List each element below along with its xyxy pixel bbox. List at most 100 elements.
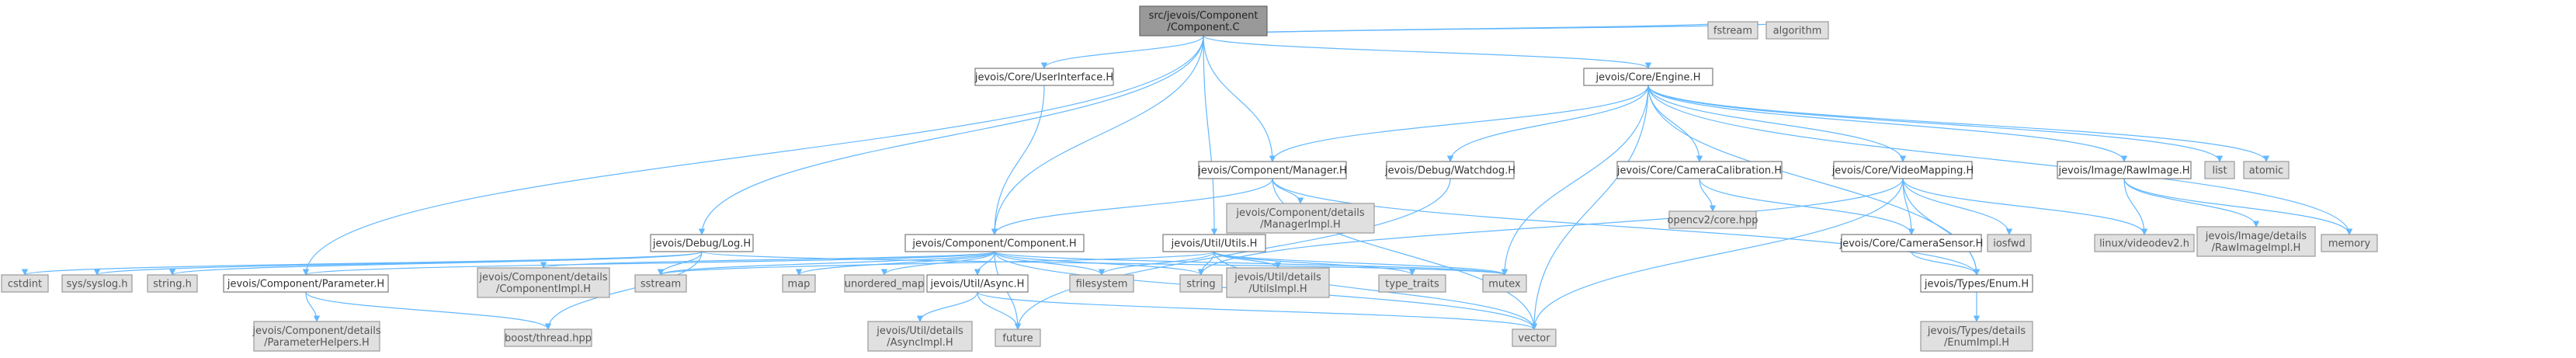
node-enumimpl-label-0: jevois/Types/details	[1927, 325, 2026, 337]
node-paramhelpers-label-0: jevois/Component/details	[252, 325, 380, 337]
edge-engine-to-watchdog	[1446, 85, 1649, 162]
node-engine[interactable]: jevois/Core/Engine.H	[1583, 68, 1713, 86]
node-enum[interactable]: jevois/Types/Enum.H	[1920, 274, 2033, 293]
node-parameter[interactable]: jevois/Component/Parameter.H	[223, 274, 389, 293]
node-map-box	[782, 274, 816, 293]
node-algorithm: algorithm	[1765, 21, 1829, 40]
node-managerimpl-box	[1226, 203, 1375, 234]
node-asyncimpl-box	[867, 321, 973, 352]
node-future: future	[995, 328, 1041, 347]
edge-component-to-mutex	[994, 251, 1508, 276]
node-videomapping[interactable]: jevois/Core/VideoMapping.H	[1831, 161, 1974, 179]
node-manager-label-0: jevois/Component/Manager.H	[1197, 165, 1347, 177]
edge-videomapping-to-enum	[1902, 178, 1981, 276]
edge-engine-to-vector	[1530, 85, 1649, 330]
edge-log-to-boostthread	[544, 251, 703, 330]
node-component-label-0: jevois/Component/Component.H	[911, 238, 1076, 250]
edge-watchdog-to-future	[1014, 178, 1451, 330]
node-fstream-label-0: fstream	[1713, 26, 1752, 37]
node-paramhelpers-label-1: /ParameterHelpers.H	[264, 337, 370, 349]
edge-utils-to-string	[1197, 251, 1215, 276]
edge-cameracal-to-camerasensor	[1699, 178, 1915, 235]
node-algorithm-box	[1765, 21, 1829, 40]
node-atomic-box	[2243, 161, 2290, 179]
node-utilsimpl-label-0: jevois/Util/details	[1234, 272, 1321, 283]
node-list-box	[2204, 161, 2235, 179]
node-componentimpl-label-0: jevois/Component/details	[478, 272, 607, 283]
node-cameracal-label-0: jevois/Core/CameraCalibration.H	[1616, 165, 1782, 177]
edge-log-to-stringh	[169, 251, 703, 276]
node-future-label-0: future	[1002, 333, 1033, 345]
node-root[interactable]: src/jevois/Component/Component.C	[1139, 5, 1268, 36]
node-filesystem-box	[1069, 274, 1134, 293]
node-unordered_map-label-0: unordered_map	[845, 279, 925, 290]
node-videodev: linux/videodev2.h	[2094, 234, 2195, 252]
node-type_traits-box	[1378, 274, 1446, 293]
node-sstream: sstream	[634, 274, 687, 293]
edge-component-to-componentimpl	[540, 251, 995, 269]
edge-parameter-to-boostthread	[305, 291, 552, 330]
node-atomic-label-0: atomic	[2249, 165, 2283, 177]
edge-component-to-filesystem	[994, 251, 1106, 276]
edge-manager-to-enum	[1272, 178, 1981, 276]
edge-component-to-map	[795, 251, 995, 276]
node-root-label-1: /Component.C	[1167, 22, 1239, 33]
edge-utils-to-vector	[1213, 251, 1538, 330]
edge-engine-to-cameracal	[1647, 85, 1703, 162]
node-manager[interactable]: jevois/Component/Manager.H	[1197, 161, 1347, 179]
edge-manager-to-component	[991, 178, 1273, 235]
edge-root-to-userinterface	[1040, 35, 1204, 69]
edge-engine-to-memory	[1647, 85, 2353, 235]
edge-root-to-component	[991, 35, 1204, 235]
node-utilsimpl-box	[1226, 267, 1330, 298]
node-utils-box	[1162, 234, 1266, 252]
node-camerasensor[interactable]: jevois/Core/CameraSensor.H	[1839, 234, 1984, 252]
edge-videomapping-to-vector	[1530, 178, 1904, 330]
edge-utils-to-mutex	[1213, 251, 1508, 276]
node-userinterface[interactable]: jevois/Core/UserInterface.H	[974, 68, 1114, 86]
node-enum-box	[1920, 274, 2033, 293]
node-userinterface-label-0: jevois/Core/UserInterface.H	[974, 72, 1113, 84]
node-rawimageimpl-label-1: /RawImageImpl.H	[2212, 242, 2301, 254]
node-rawimage[interactable]: jevois/Image/RawImage.H	[2057, 161, 2192, 179]
edge-root-to-log	[698, 35, 1204, 235]
node-future-box	[995, 328, 1041, 347]
edge-async-to-asyncimpl	[916, 291, 978, 322]
node-opencv: opencv2/core.hpp	[1668, 210, 1758, 229]
edge-userinterface-to-component	[991, 85, 1045, 235]
node-videodev-label-0: linux/videodev2.h	[2099, 238, 2189, 250]
node-type_traits: type_traits	[1378, 274, 1446, 293]
edge-videomapping-to-string	[1197, 178, 1904, 276]
node-cameracal[interactable]: jevois/Core/CameraCalibration.H	[1616, 161, 1783, 179]
node-mutex: mutex	[1482, 274, 1527, 293]
node-enumimpl-box	[1920, 321, 2033, 352]
node-utils[interactable]: jevois/Util/Utils.H	[1162, 234, 1266, 252]
edges-layer	[22, 21, 2353, 330]
node-iosfwd: iosfwd	[1987, 234, 2032, 252]
node-syslog-label-0: sys/syslog.h	[66, 279, 127, 290]
node-cstdint-box	[1, 274, 49, 293]
node-rawimage-box	[2057, 161, 2192, 179]
node-cstdint-label-0: cstdint	[8, 279, 42, 290]
node-watchdog[interactable]: jevois/Debug/Watchdog.H	[1384, 161, 1515, 179]
node-log[interactable]: jevois/Debug/Log.H	[650, 234, 754, 252]
node-unordered_map-box	[844, 274, 925, 293]
node-memory-box	[2321, 234, 2378, 252]
edge-root-to-manager	[1203, 35, 1276, 162]
edge-async-to-future	[977, 291, 1022, 330]
node-watchdog-label-0: jevois/Debug/Watchdog.H	[1384, 165, 1515, 177]
node-boostthread-label-0: boost/thread.hpp	[505, 333, 592, 345]
node-cstdint: cstdint	[1, 274, 49, 293]
node-async[interactable]: jevois/Util/Async.H	[926, 274, 1029, 293]
node-component[interactable]: jevois/Component/Component.H	[904, 234, 1085, 252]
node-vector: vector	[1512, 328, 1557, 347]
node-log-label-0: jevois/Debug/Log.H	[652, 238, 751, 250]
node-componentimpl: jevois/Component/details/ComponentImpl.H	[477, 267, 610, 298]
node-root-label-0: src/jevois/Component	[1149, 10, 1258, 22]
edge-engine-to-rawimage	[1647, 85, 2128, 162]
edge-root-to-engine	[1203, 35, 1651, 69]
node-managerimpl-label-1: /ManagerImpl.H	[1260, 219, 1341, 231]
node-stringh-label-0: string.h	[153, 279, 192, 290]
node-managerimpl: jevois/Component/details/ManagerImpl.H	[1226, 203, 1375, 234]
